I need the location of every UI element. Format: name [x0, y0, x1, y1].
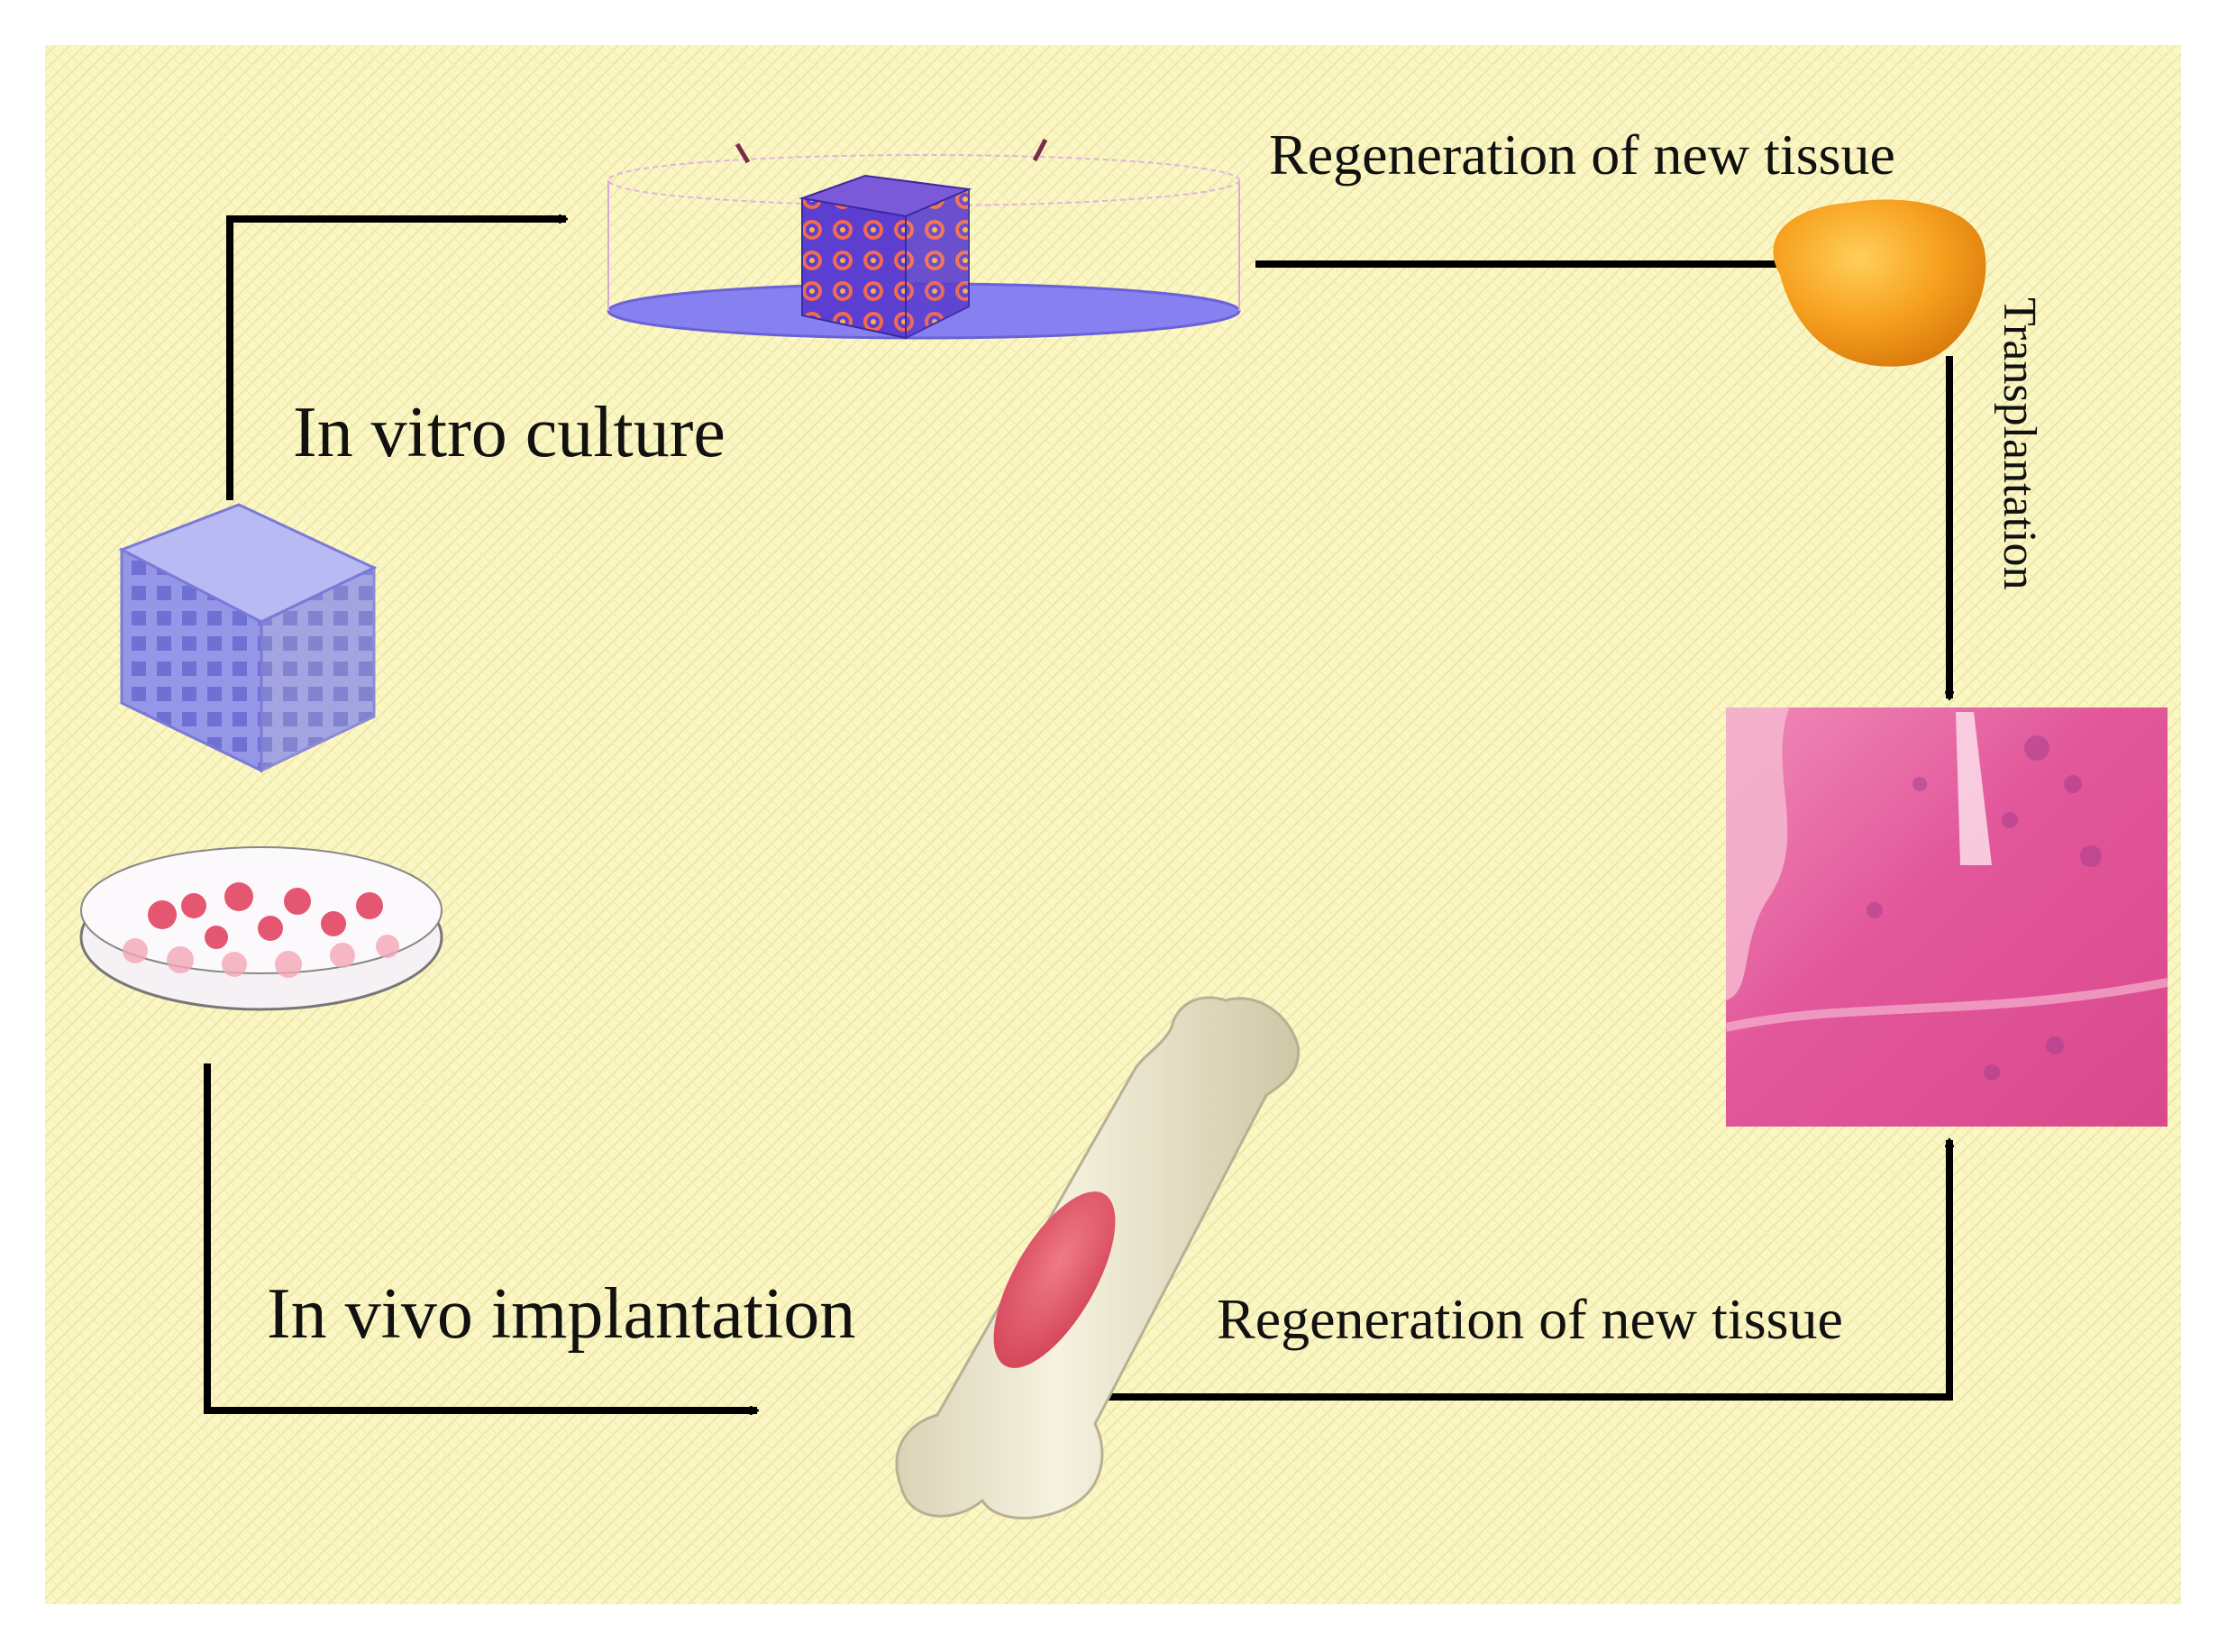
in-vivo-implantation-label: In vivo implantation: [267, 1274, 856, 1354]
porous-scaffold-icon: [118, 503, 378, 773]
histology-section-icon: [1724, 707, 2168, 1127]
regenerated-tissue-icon: [1773, 199, 1986, 367]
seeded-scaffold-in-dish-icon: [607, 138, 1241, 340]
regeneration-label-bottom: Regeneration of new tissue: [1217, 1287, 1843, 1351]
regeneration-label-top: Regeneration of new tissue: [1269, 123, 1895, 187]
arrow-scaffold-to-vitro: [226, 219, 566, 500]
cell-culture-dish-icon: [79, 846, 443, 1011]
transplantation-label: Transplantation: [1994, 297, 2045, 590]
in-vitro-culture-label: In vitro culture: [293, 393, 726, 472]
arrow-bone-to-histology: [1095, 1140, 1949, 1401]
arrow-cells-to-vivo: [204, 1063, 757, 1410]
bone-with-implant-icon: [895, 996, 1301, 1520]
